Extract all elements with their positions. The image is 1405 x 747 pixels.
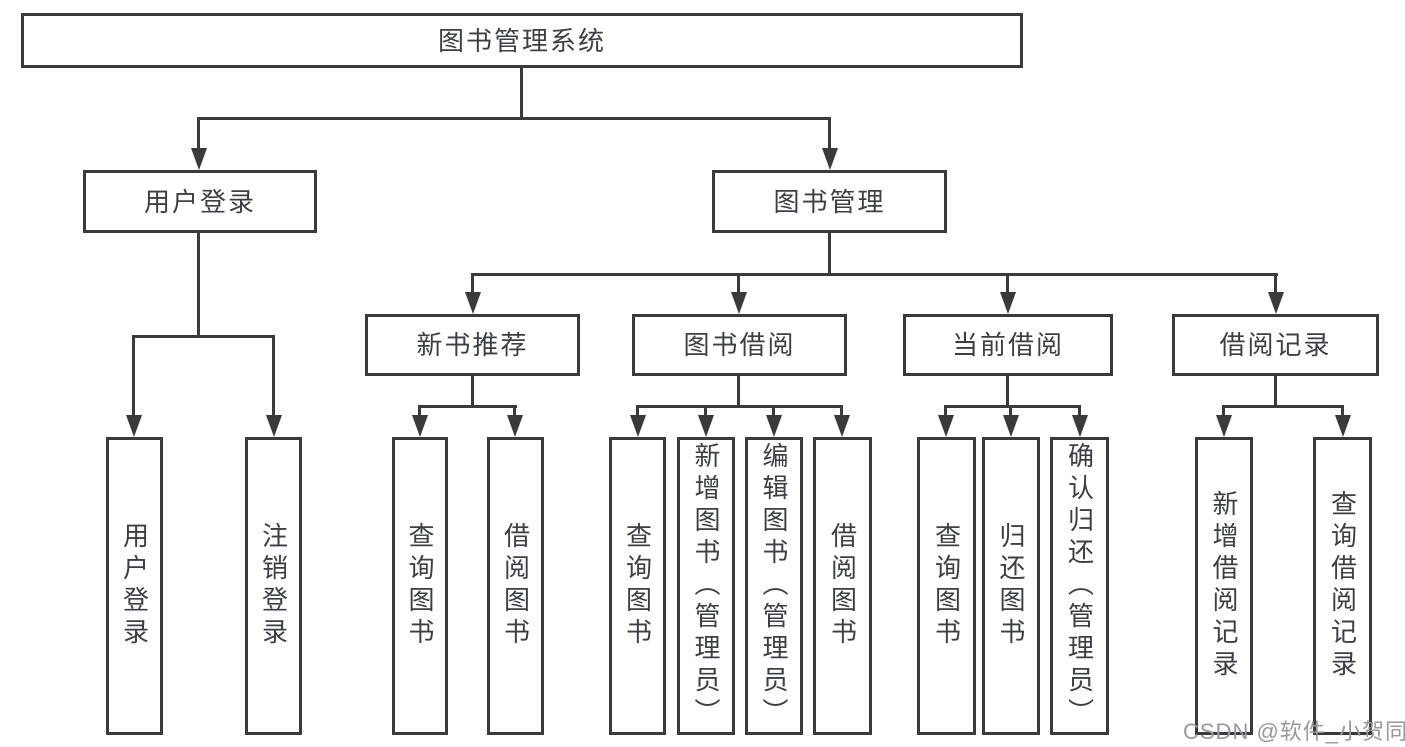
connector-line [1341,405,1344,419]
connector-line [520,68,523,118]
leaf-add-book-admin-label: 新增图书（管理员） [691,442,721,730]
arrow-down-icon [411,415,428,437]
connector-line [1222,405,1225,419]
connector-line [737,376,740,405]
connector-line [1006,376,1009,405]
node-book-management-label: 图书管理 [773,186,886,217]
leaf-query-book-current: 查询图书 [917,437,976,735]
connector-line [132,335,275,338]
connector-line [737,273,740,295]
connector-line [772,405,775,419]
leaf-edit-book-admin: 编辑图书（管理员） [745,437,803,735]
arrow-down-icon [1334,415,1351,437]
node-root: 图书管理系统 [21,13,1023,68]
connector-line [418,405,517,408]
connector-line [471,376,474,405]
leaf-query-book-borrow-label: 查询图书 [622,522,653,650]
leaf-return-book-label: 归还图书 [996,522,1026,650]
connector-line [197,117,200,153]
leaf-confirm-return-admin-label: 确认归还（管理员） [1064,442,1095,730]
arrow-down-icon [833,415,850,437]
leaf-confirm-return-admin: 确认归还（管理员） [1050,437,1109,735]
node-current-borrow: 当前借阅 [903,314,1113,376]
arrow-down-icon [464,292,481,314]
leaf-query-book-recommend: 查询图书 [392,437,448,735]
leaf-borrow-book-recommend: 借阅图书 [487,437,544,735]
leaf-add-borrow-record-label: 新增借阅记录 [1209,490,1239,682]
arrow-down-icon [937,415,954,437]
arrow-down-icon [1002,415,1019,437]
connector-line [704,405,707,419]
leaf-add-borrow-record: 新增借阅记录 [1195,437,1253,735]
connector-line [1274,376,1277,405]
arrow-down-icon [697,415,714,437]
node-user-login: 用户登录 [83,170,317,233]
connector-line [418,405,421,419]
connector-line [272,335,275,417]
connector-line [1009,405,1012,419]
leaf-query-book-recommend-label: 查询图书 [405,522,435,650]
connector-line [513,405,516,419]
node-borrow-records: 借阅记录 [1172,314,1379,376]
node-new-book-recommend-label: 新书推荐 [416,330,529,360]
leaf-user-login: 用户登录 [106,437,163,735]
connector-line [828,117,831,153]
arrow-down-icon [821,148,838,170]
connector-line [944,405,947,419]
connector-line [1222,405,1344,408]
connector-line [636,405,843,408]
connector-line [132,335,135,417]
connector-line [1274,273,1277,295]
leaf-user-login-label: 用户登录 [119,522,150,650]
leaf-query-borrow-record-label: 查询借阅记录 [1327,490,1358,682]
node-current-borrow-label: 当前借阅 [951,330,1064,360]
leaf-borrow-book-recommend-label: 借阅图书 [500,522,531,650]
node-book-borrow: 图书借阅 [632,314,847,376]
arrow-down-icon [1071,415,1088,437]
node-borrow-records-label: 借阅记录 [1219,330,1332,360]
arrow-down-icon [1267,292,1284,314]
leaf-edit-book-admin-label: 编辑图书（管理员） [759,442,789,730]
leaf-query-borrow-record: 查询借阅记录 [1313,437,1372,735]
arrow-down-icon [265,415,282,437]
connector-line [636,405,639,419]
csdn-watermark: CSDN @软件_小贺同学 [1183,719,1405,744]
node-user-login-label: 用户登录 [143,186,256,217]
arrow-down-icon [1215,415,1232,437]
leaf-add-book-admin: 新增图书（管理员） [677,437,735,735]
connector-line [197,117,831,120]
arrow-down-icon [765,415,782,437]
connector-line [840,405,843,419]
arrow-down-icon [999,292,1016,314]
arrow-down-icon [506,415,523,437]
leaf-query-book-current-label: 查询图书 [931,522,962,650]
node-book-management: 图书管理 [712,170,947,233]
arrow-down-icon [125,415,142,437]
connector-line [1078,405,1081,419]
connector-line [471,273,1278,276]
leaf-borrow-book: 借阅图书 [813,437,872,735]
leaf-return-book: 归还图书 [982,437,1040,735]
leaf-borrow-book-label: 借阅图书 [827,522,858,650]
connector-line [197,233,200,335]
arrow-down-icon [190,148,207,170]
leaf-query-book-borrow: 查询图书 [609,437,666,735]
node-book-borrow-label: 图书借阅 [683,330,796,360]
connector-line [944,405,1081,408]
node-root-label: 图书管理系统 [437,25,606,56]
node-new-book-recommend: 新书推荐 [365,314,580,376]
arrow-down-icon [730,292,747,314]
leaf-logout-label: 注销登录 [258,522,289,650]
leaf-logout: 注销登录 [245,437,302,735]
arrow-down-icon [629,415,646,437]
connector-line [1006,273,1009,295]
connector-line [471,273,474,295]
connector-line [828,233,831,273]
